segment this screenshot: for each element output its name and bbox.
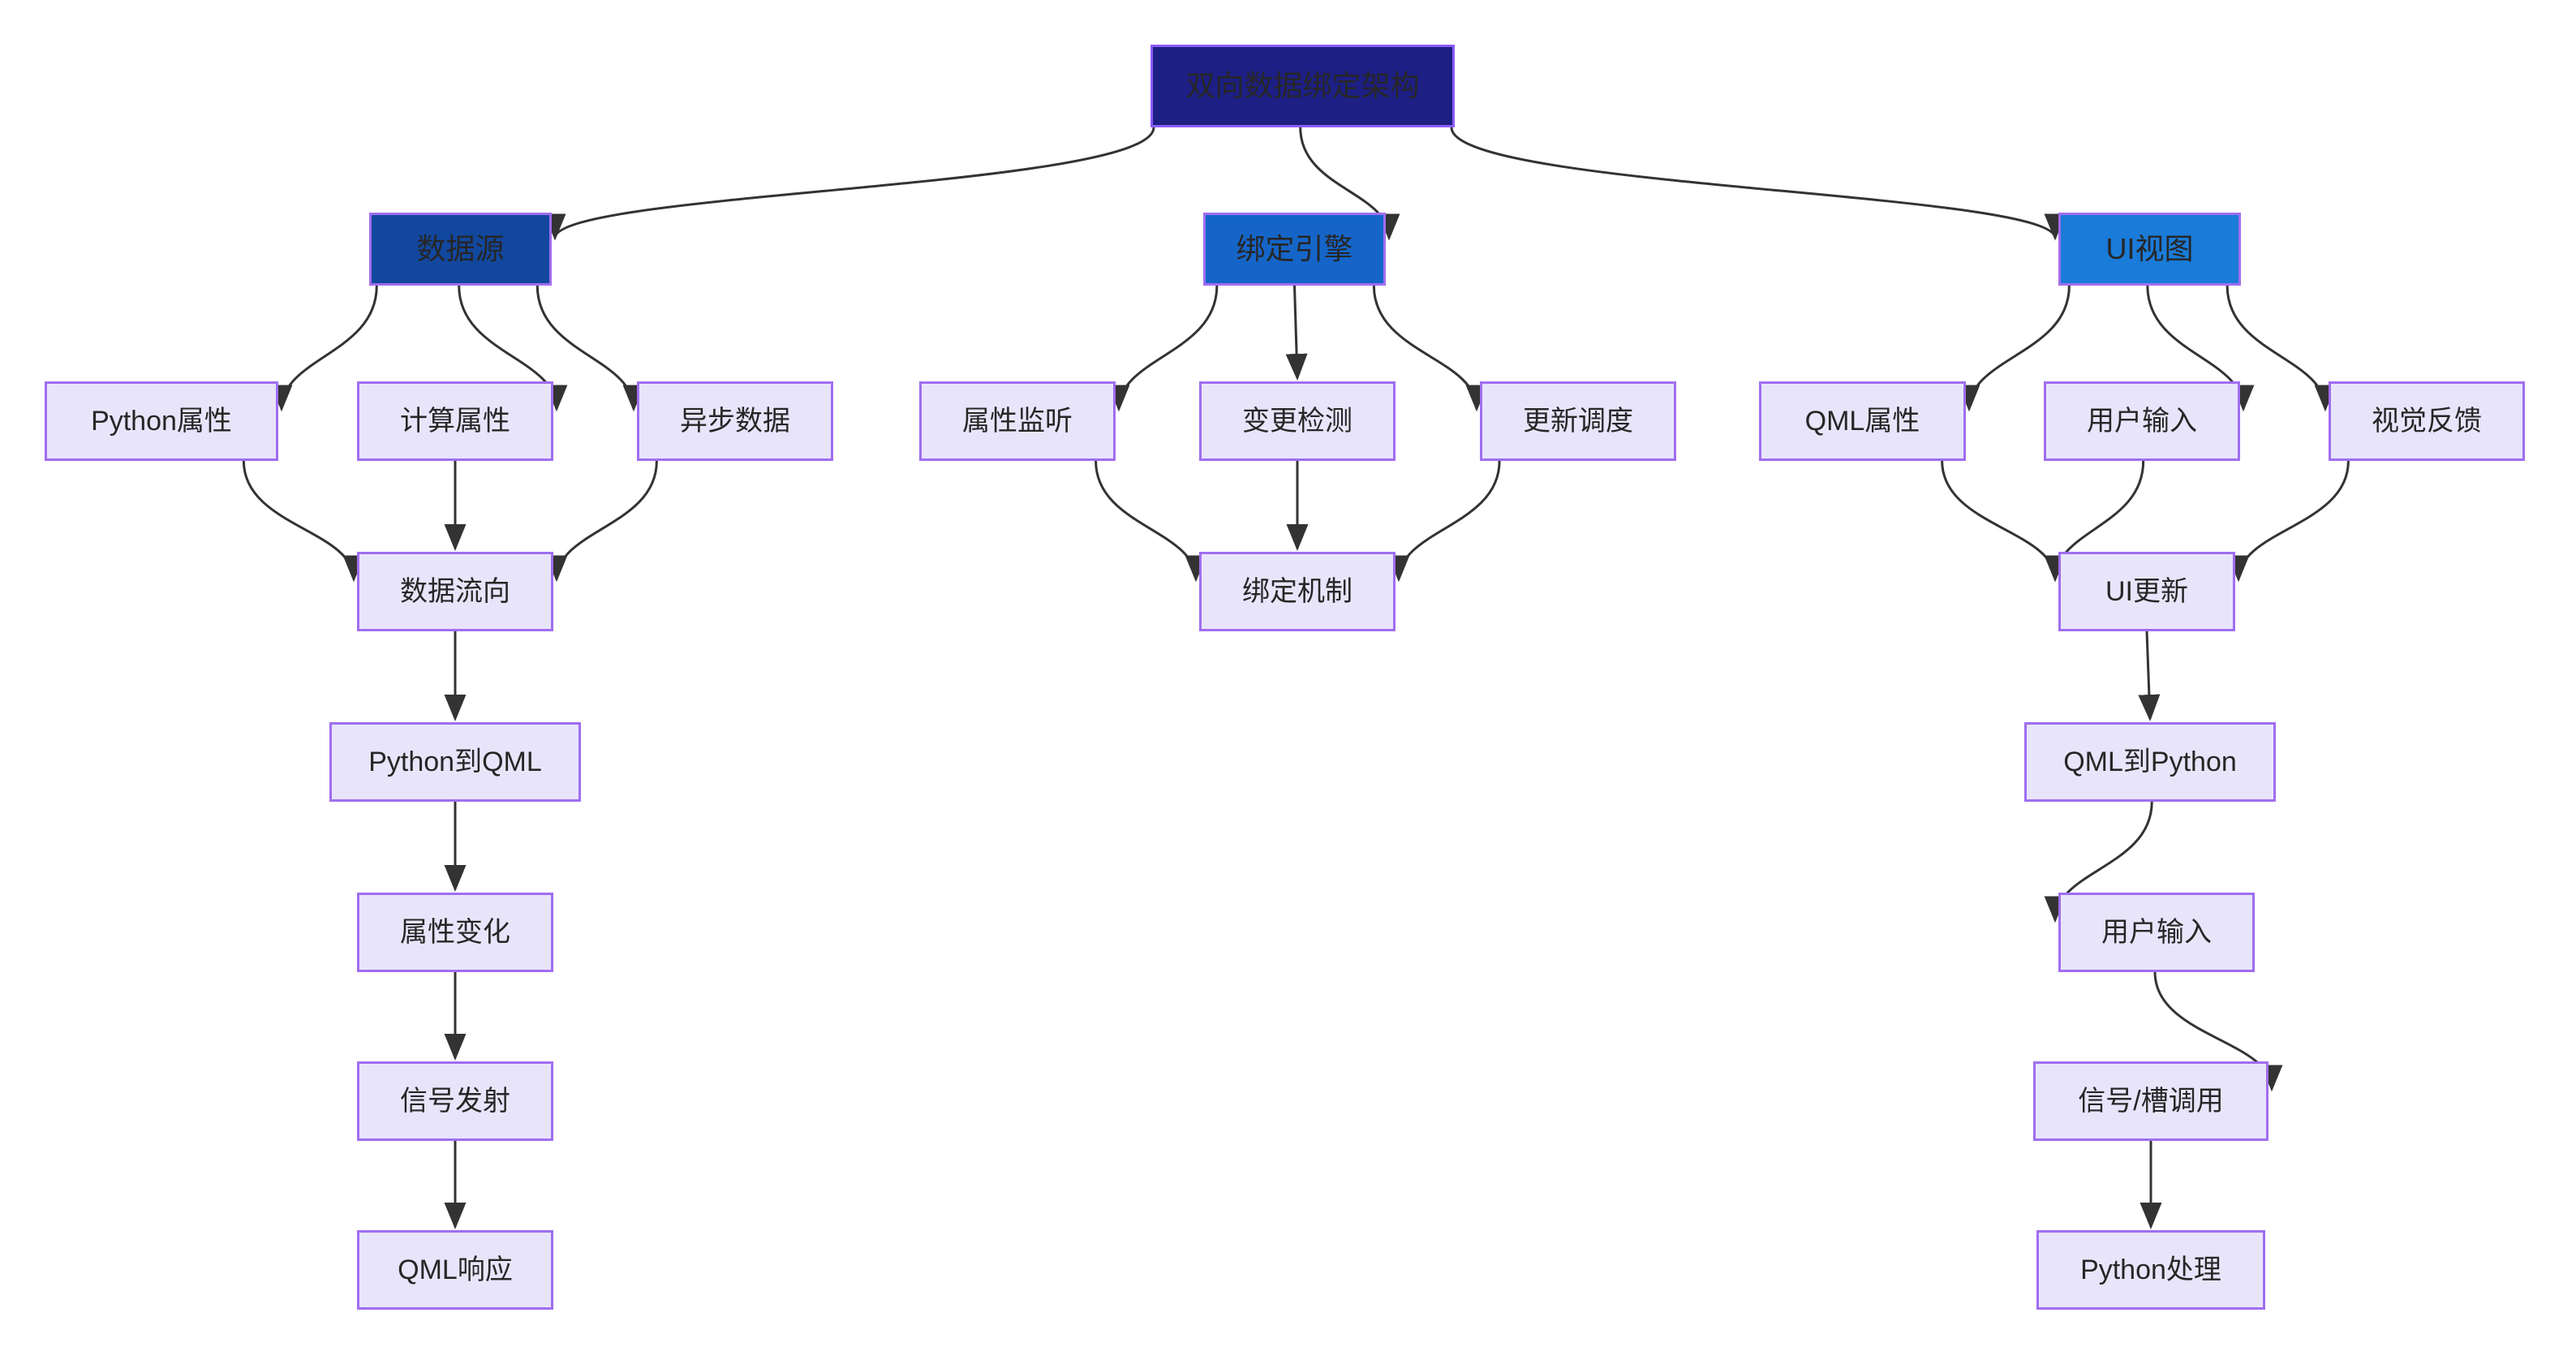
node-label-change-det: 变更检测 xyxy=(1242,405,1353,437)
node-label-py-to-qml: Python到QML xyxy=(368,746,542,777)
edge-root-to-uiview xyxy=(1450,127,2066,241)
node-label-qml-prop: QML属性 xyxy=(1804,405,1920,437)
node-ui-update[interactable]: UI更新 xyxy=(2058,552,2235,631)
node-qml-prop[interactable]: QML属性 xyxy=(1759,381,1966,461)
node-label-bind-mech: 绑定机制 xyxy=(1242,575,1353,607)
node-label-prop-watch: 属性监听 xyxy=(962,405,1073,437)
node-bind-mech[interactable]: 绑定机制 xyxy=(1199,552,1396,631)
node-label-ui-update: UI更新 xyxy=(2105,575,2188,607)
node-visual-fb[interactable]: 视觉反馈 xyxy=(2329,381,2525,461)
node-label-py-prop: Python属性 xyxy=(91,405,232,437)
edge-engine-to-change-det xyxy=(1285,285,1308,381)
node-change-det[interactable]: 变更检测 xyxy=(1199,381,1396,461)
edge-visual-fb-to-ui-update xyxy=(2227,460,2350,583)
node-label-qml-resp: QML响应 xyxy=(398,1254,513,1285)
node-py-handle[interactable]: Python处理 xyxy=(2036,1230,2265,1310)
node-label-calc-prop: 计算属性 xyxy=(400,405,510,437)
node-user-input1[interactable]: 用户输入 xyxy=(2044,381,2240,461)
node-label-upd-sched: 更新调度 xyxy=(1523,405,1633,437)
node-label-engine: 绑定引擎 xyxy=(1236,232,1353,266)
edge-uiview-to-visual-fb xyxy=(2226,285,2337,412)
edge-py-prop-to-data-flow xyxy=(242,460,365,583)
node-upd-sched[interactable]: 更新调度 xyxy=(1480,381,1676,461)
node-prop-change[interactable]: 属性变化 xyxy=(357,893,553,972)
node-datasource[interactable]: 数据源 xyxy=(369,213,552,286)
node-py-prop[interactable]: Python属性 xyxy=(45,381,278,461)
node-label-visual-fb: 视觉反馈 xyxy=(2372,405,2482,437)
node-label-user-input2: 用户输入 xyxy=(2101,916,2212,948)
node-label-qml-to-py: QML到Python xyxy=(2063,746,2237,777)
edge-ui-update-to-qml-to-py xyxy=(2138,631,2161,721)
node-user-input2[interactable]: 用户输入 xyxy=(2058,893,2255,972)
node-async-data[interactable]: 异步数据 xyxy=(637,381,833,461)
node-signal-slot[interactable]: 信号/槽调用 xyxy=(2033,1061,2269,1141)
node-engine[interactable]: 绑定引擎 xyxy=(1203,213,1386,286)
node-qml-to-py[interactable]: QML到Python xyxy=(2024,722,2276,802)
node-label-user-input1: 用户输入 xyxy=(2087,405,2197,437)
node-label-async-data: 异步数据 xyxy=(680,405,790,437)
node-label-signal-slot: 信号/槽调用 xyxy=(2078,1085,2224,1117)
node-calc-prop[interactable]: 计算属性 xyxy=(357,381,553,461)
edge-upd-sched-to-bind-mech xyxy=(1387,460,1501,583)
node-root[interactable]: 双向数据绑定架构 xyxy=(1150,45,1455,127)
node-qml-resp[interactable]: QML响应 xyxy=(357,1230,553,1310)
node-prop-watch[interactable]: 属性监听 xyxy=(919,381,1116,461)
node-label-prop-change: 属性变化 xyxy=(400,916,510,948)
node-py-to-qml[interactable]: Python到QML xyxy=(329,722,581,802)
node-label-uiview: UI视图 xyxy=(2105,232,2194,266)
node-signal-emit[interactable]: 信号发射 xyxy=(357,1061,553,1141)
edge-qml-prop-to-ui-update xyxy=(1941,460,2066,583)
node-label-root: 双向数据绑定架构 xyxy=(1185,69,1420,103)
edge-async-data-to-data-flow xyxy=(545,460,658,583)
node-label-datasource: 数据源 xyxy=(416,232,505,266)
edge-root-to-datasource xyxy=(544,127,1155,241)
node-label-py-handle: Python处理 xyxy=(2080,1254,2221,1285)
node-label-data-flow: 数据流向 xyxy=(400,575,510,607)
edge-prop-watch-to-bind-mech xyxy=(1094,460,1207,583)
node-label-signal-emit: 信号发射 xyxy=(400,1085,510,1117)
node-data-flow[interactable]: 数据流向 xyxy=(357,552,553,631)
node-uiview[interactable]: UI视图 xyxy=(2058,213,2241,286)
